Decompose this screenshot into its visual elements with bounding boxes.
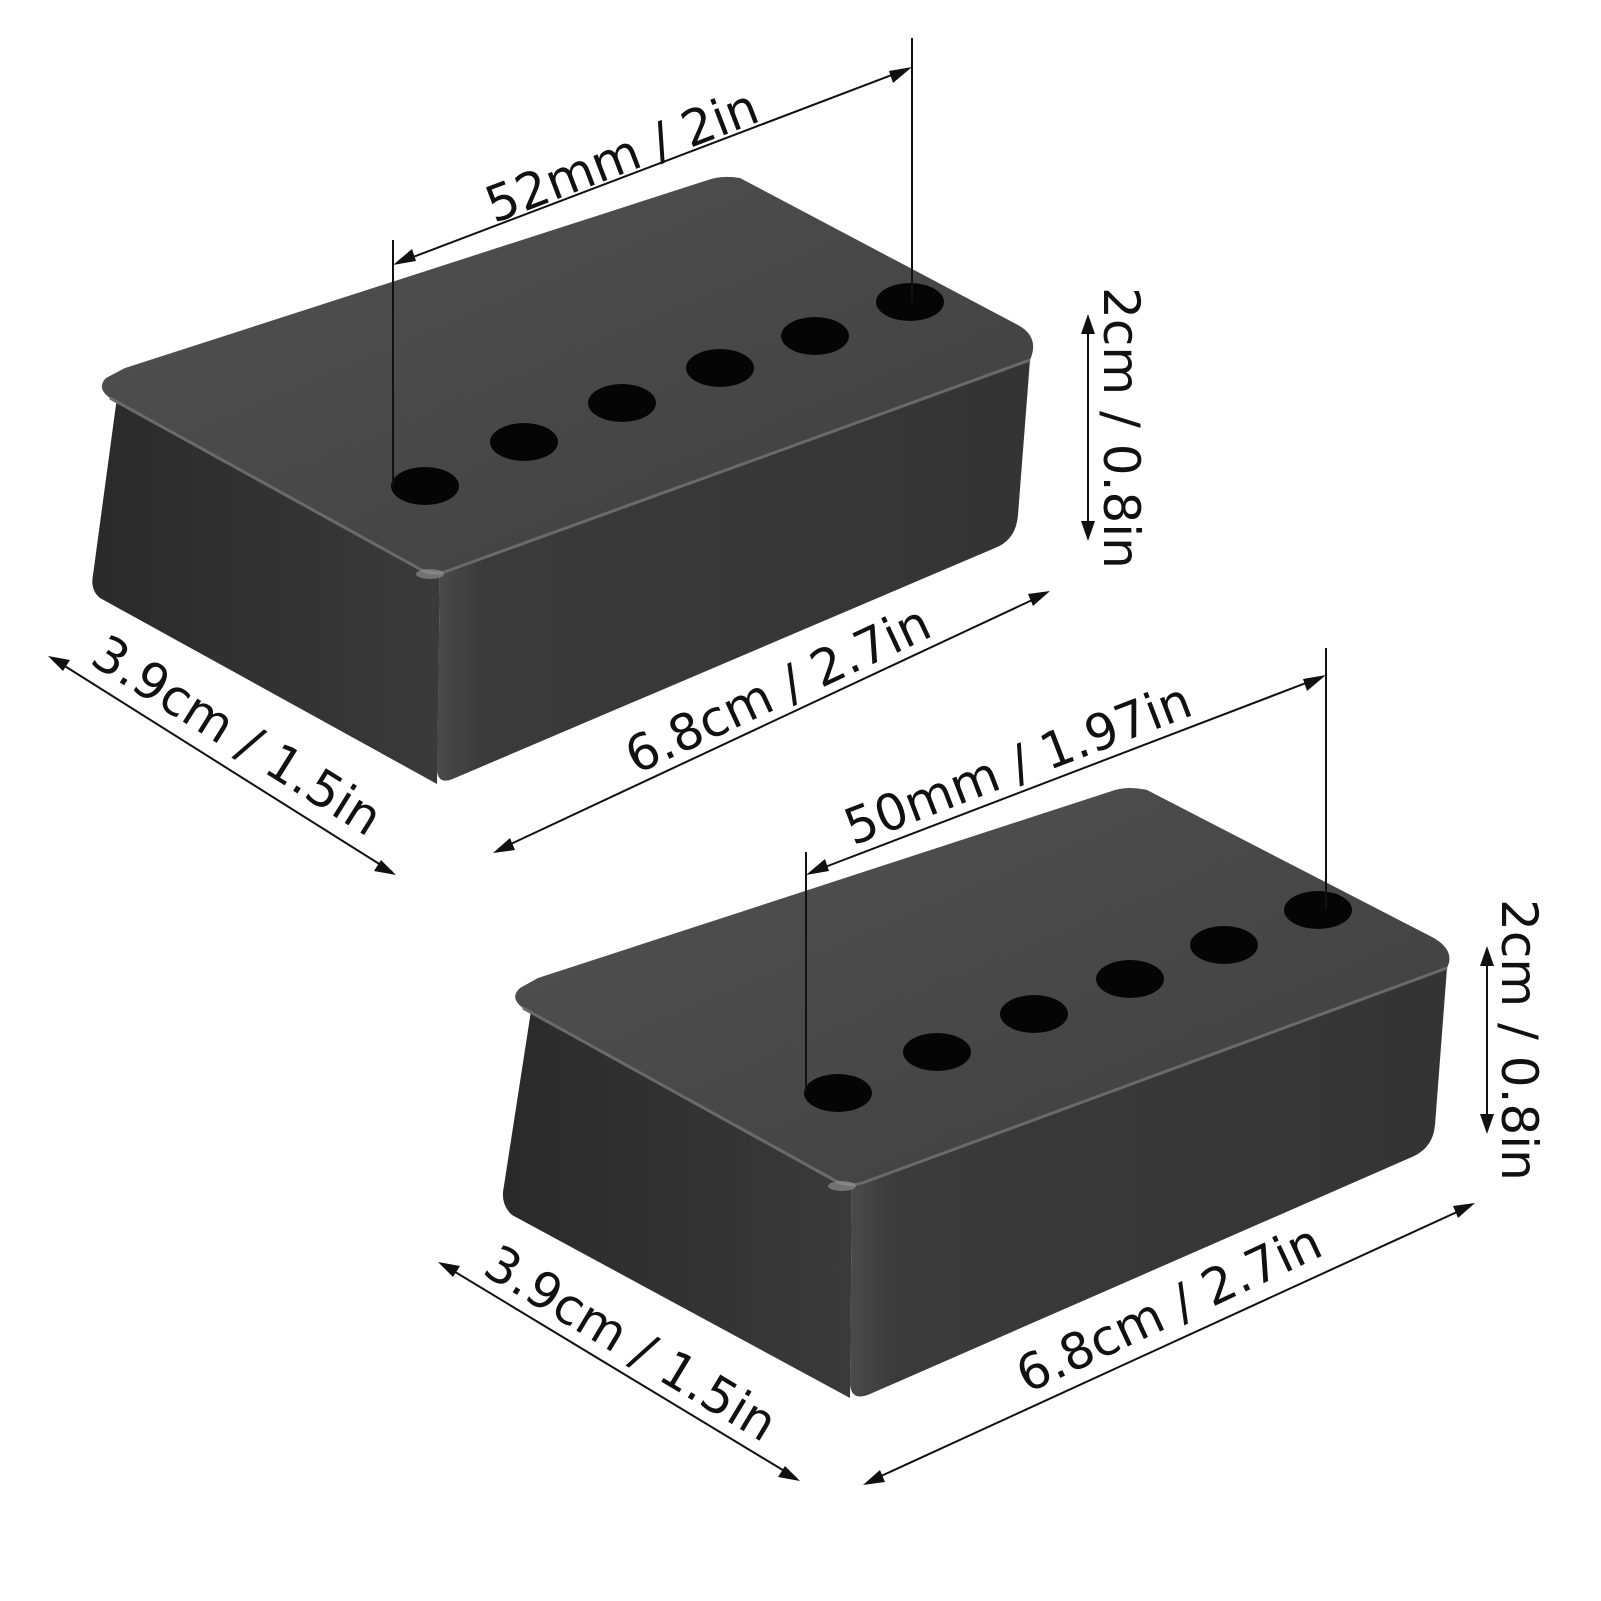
height-label: 2cm / 0.8in	[1490, 899, 1548, 1181]
cover-top-face	[515, 788, 1450, 1185]
pole-hole	[1284, 891, 1352, 929]
cover-side-face	[92, 375, 441, 784]
pole-hole	[588, 384, 656, 422]
pole-hole	[490, 423, 558, 461]
corner-gloss	[828, 1181, 856, 1191]
pole-hole	[1190, 926, 1258, 964]
cover-front-face	[850, 968, 1447, 1397]
cover-front-face	[437, 360, 1030, 781]
pole-hole	[876, 283, 944, 321]
pickup-cover-bottom: 50mm / 1.97in 2cm / 0.8in 3.9cm / 1.5in …	[438, 648, 1548, 1485]
height-dimension: 2cm / 0.8in	[1081, 287, 1150, 569]
pole-hole	[1096, 960, 1164, 998]
corner-gloss	[416, 569, 444, 579]
cover-side-face	[502, 985, 852, 1398]
pole-holes	[804, 891, 1352, 1112]
pole-hole	[903, 1033, 971, 1071]
height-dimension: 2cm / 0.8in	[1480, 899, 1548, 1181]
pole-hole	[686, 349, 754, 387]
height-label: 2cm / 0.8in	[1092, 287, 1150, 569]
pole-holes	[391, 283, 944, 505]
pole-hole	[781, 317, 849, 355]
pole-hole	[391, 467, 459, 505]
cover-top-face	[101, 176, 1034, 574]
pole-hole	[1000, 995, 1068, 1033]
pole-hole	[804, 1074, 872, 1112]
